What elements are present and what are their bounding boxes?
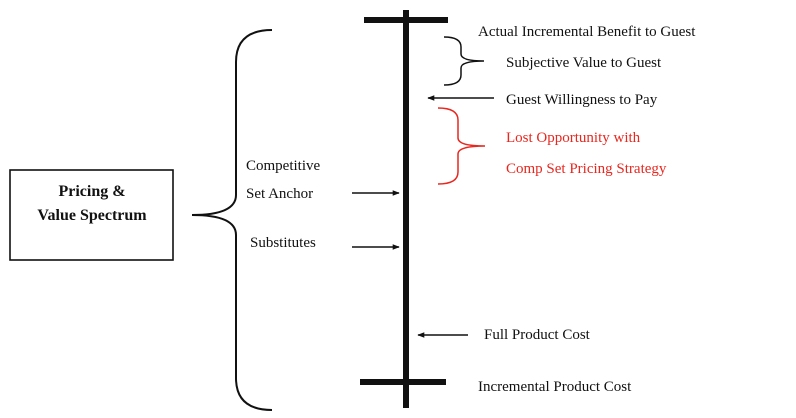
label-actual-benefit: Actual Incremental Benefit to Guest bbox=[478, 24, 696, 40]
label-competitive-line2: Set Anchor bbox=[246, 186, 313, 202]
label-subjective-value: Subjective Value to Guest bbox=[506, 55, 662, 71]
spectrum-box bbox=[9, 169, 174, 261]
subjective-value-brace bbox=[443, 36, 485, 86]
label-lost-opportunity-line2: Comp Set Pricing Strategy bbox=[506, 161, 667, 177]
lost-opportunity-brace bbox=[437, 107, 486, 185]
label-full-cost: Full Product Cost bbox=[484, 327, 591, 343]
label-competitive-line1: Competitive bbox=[246, 158, 321, 174]
label-substitutes: Substitutes bbox=[250, 235, 316, 251]
label-incremental-cost: Incremental Product Cost bbox=[478, 379, 632, 395]
label-lost-opportunity-line1: Lost Opportunity with bbox=[506, 130, 641, 146]
label-willingness-to-pay: Guest Willingness to Pay bbox=[506, 92, 658, 108]
large-brace bbox=[191, 29, 273, 411]
box-label-line1: Pricing & bbox=[58, 183, 125, 200]
box-label-line2: Value Spectrum bbox=[37, 207, 147, 224]
